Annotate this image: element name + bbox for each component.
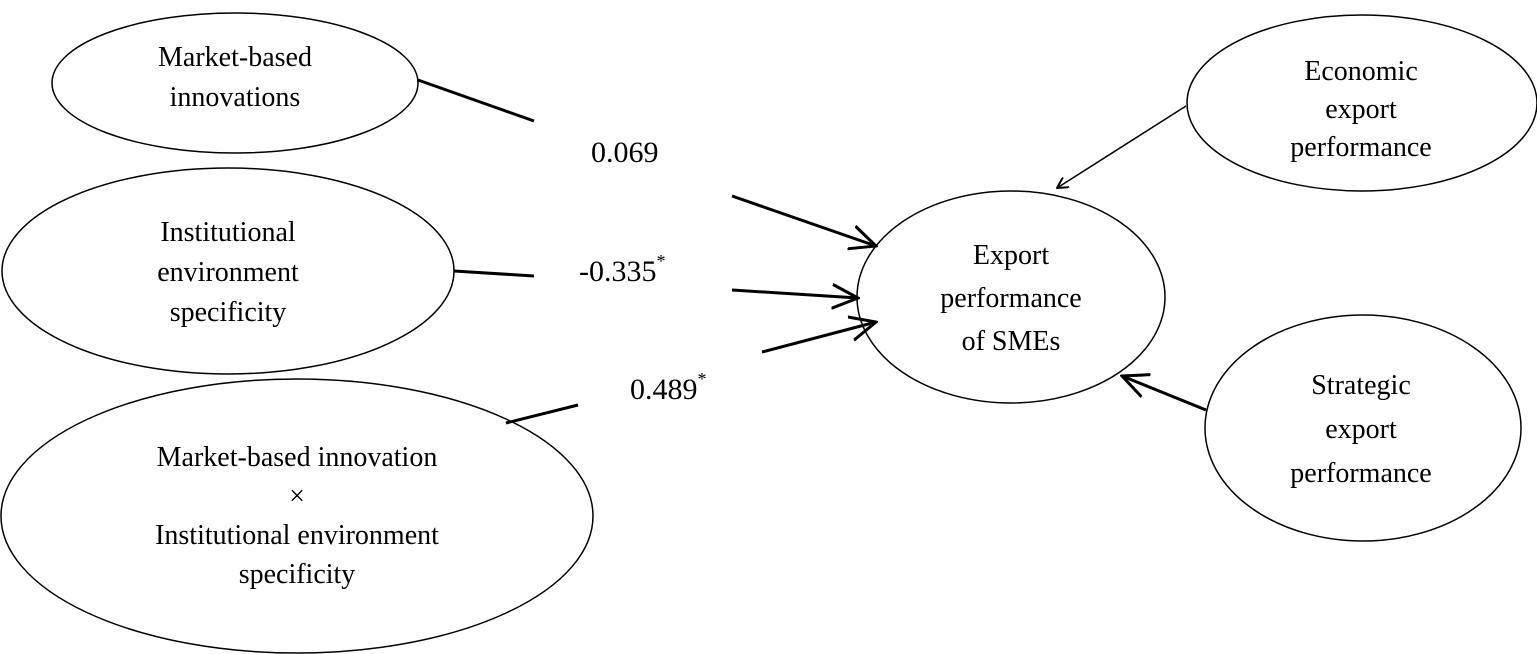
- strategic-export-ellipse: [1204, 314, 1522, 542]
- market-based-path-arrow: [731, 194, 876, 246]
- market-based-path-start: [417, 78, 535, 123]
- strategic-export-label: Strategic export performance: [1290, 370, 1432, 489]
- economic-export-label: Economic export performance: [1290, 56, 1432, 163]
- market-based-innovations-ellipse: [51, 12, 419, 154]
- strategic-export-arrow: [1122, 376, 1207, 412]
- interaction-path-arrow: [761, 322, 876, 354]
- market-based-innovations-label: Market-based innovations: [158, 42, 312, 113]
- institutional-path-start: [453, 269, 535, 278]
- coefficient-institutional: -0.335*: [579, 251, 666, 288]
- interaction-ellipse: [0, 378, 594, 654]
- institutional-environment-label: Institutional environment specificity: [157, 217, 299, 328]
- institutional-path-arrow: [731, 290, 858, 298]
- interaction-path-start: [505, 403, 579, 425]
- interaction-label: Market-based innovation × Institutional …: [155, 442, 439, 590]
- economic-export-arrow: [1057, 105, 1187, 188]
- economic-export-ellipse: [1186, 14, 1537, 192]
- coefficient-interaction: 0.489*: [630, 369, 707, 406]
- coefficient-market-based: 0.069: [591, 136, 659, 169]
- export-performance-label: Export performance of SMEs: [940, 240, 1082, 357]
